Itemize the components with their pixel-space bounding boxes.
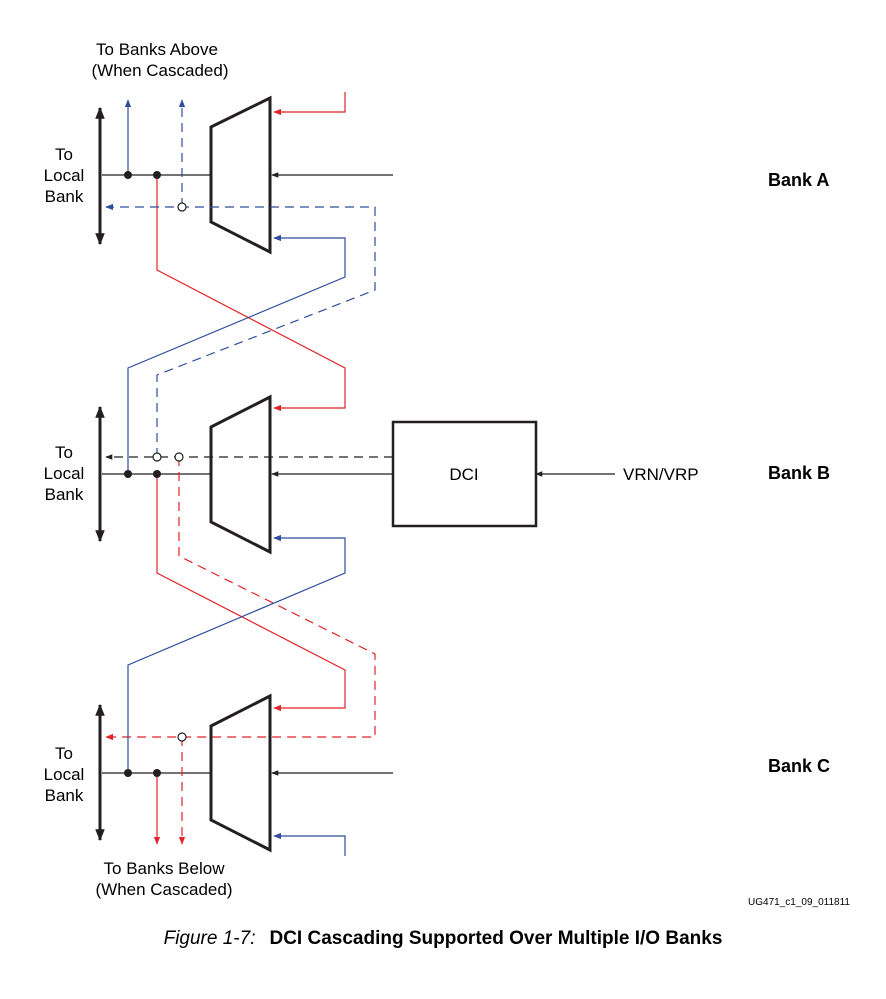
- svg-text:Local: Local: [44, 464, 85, 483]
- dci-label: DCI: [449, 465, 478, 484]
- dci-cascading-diagram: To Banks Above (When Cascaded) To Local …: [44, 40, 851, 908]
- red-dashed-lines: [105, 457, 376, 845]
- red-signal-lines: [153, 92, 346, 845]
- svg-text:To: To: [55, 145, 73, 164]
- banks-below-label-line1: To Banks Below: [104, 859, 226, 878]
- vrn-vrp-label: VRN/VRP: [623, 465, 699, 484]
- mux-bank-c: [209, 693, 272, 853]
- svg-text:Local: Local: [44, 765, 85, 784]
- figure-caption: Figure 1-7: DCI Cascading Supported Over …: [0, 928, 886, 950]
- mux-bank-b: [209, 394, 272, 555]
- banks-above-label-line2: (When Cascaded): [91, 61, 228, 80]
- figure-id-label: UG471_c1_09_011811: [748, 897, 850, 908]
- mux-bank-a: [209, 95, 272, 255]
- bank-b-label: Bank B: [768, 463, 830, 483]
- bank-a-label: Bank A: [768, 170, 829, 190]
- figure-title: DCI Cascading Supported Over Multiple I/…: [269, 928, 723, 949]
- banks-below-label-line2: (When Cascaded): [95, 880, 232, 899]
- svg-text:To: To: [55, 744, 73, 763]
- svg-text:Bank: Bank: [45, 187, 84, 206]
- svg-text:Local: Local: [44, 166, 85, 185]
- junction-dots: [124, 171, 161, 777]
- dci-block: [391, 420, 538, 528]
- blue-signal-lines: [124, 99, 346, 856]
- local-bank-label-b: To Local Bank: [44, 443, 85, 504]
- figure-number: Figure 1-7:: [163, 928, 256, 949]
- svg-text:Bank: Bank: [45, 485, 84, 504]
- local-bank-label-a: To Local Bank: [44, 145, 85, 206]
- banks-above-label-line1: To Banks Above: [96, 40, 218, 59]
- bank-c-label: Bank C: [768, 756, 830, 776]
- blue-dashed-lines: [105, 99, 376, 457]
- svg-text:To: To: [55, 443, 73, 462]
- junction-rings: [152, 202, 187, 742]
- local-bank-label-c: To Local Bank: [44, 744, 85, 805]
- svg-text:Bank: Bank: [45, 786, 84, 805]
